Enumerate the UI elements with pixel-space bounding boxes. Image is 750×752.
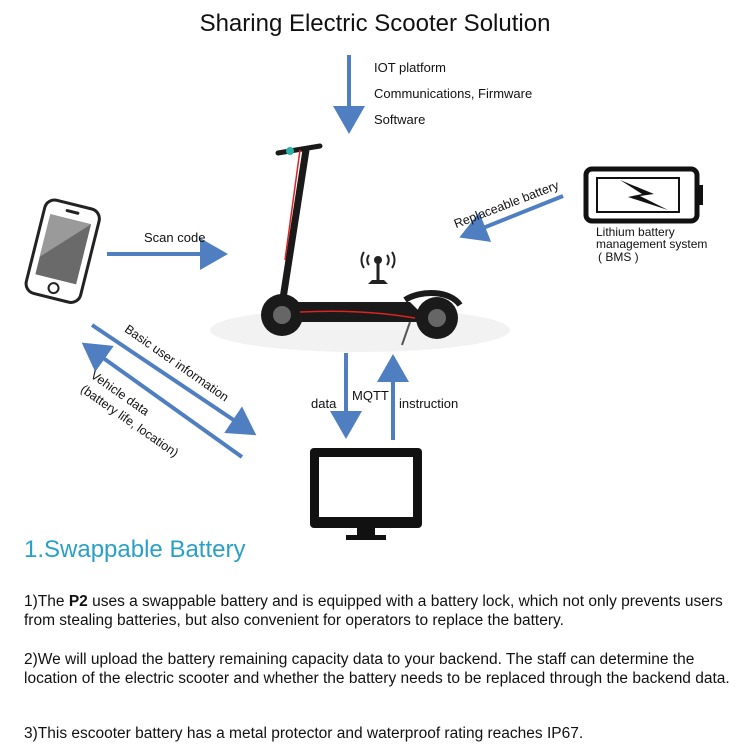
signal-antenna-icon [360,251,396,284]
paragraph-3: 3)This escooter battery has a metal prot… [24,725,584,742]
product-name: P2 [68,593,88,610]
section-title: 1.Swappable Battery [24,536,246,563]
paragraph-1: 1)The P2 uses a swappable battery and is… [24,592,746,630]
paragraph-2: 2)We will upload the battery remaining c… [24,651,730,687]
battery-arrow [459,194,564,242]
mqtt-label: MQTT [352,388,389,403]
iot-platform-label: IOT platform [374,60,447,75]
smartphone-icon [24,198,101,304]
bms-label-line1: Lithium battery [596,225,675,239]
monitor-icon [310,448,422,540]
iot-software-label: Software [374,112,426,127]
user-info-arrow [90,323,257,436]
battery-icon [583,166,703,224]
diagram-canvas [24,55,703,540]
scooter-image [210,143,510,352]
vehicle-data-arrow [81,342,244,459]
data-label: data [311,396,337,411]
iot-communications-label: Communications, Firmware [374,86,533,101]
scan-code-label: Scan code [144,230,206,245]
bms-label-line3: ( BMS ) [598,250,639,264]
paragraph-1-text: uses a swappable battery and is equipped… [24,593,723,629]
bms-label-line2: management system [596,237,708,251]
diagram-title: Sharing Electric Scooter Solution [199,10,551,37]
paragraph-1-prefix: 1)The [24,593,69,610]
instruction-label: instruction [399,396,459,411]
